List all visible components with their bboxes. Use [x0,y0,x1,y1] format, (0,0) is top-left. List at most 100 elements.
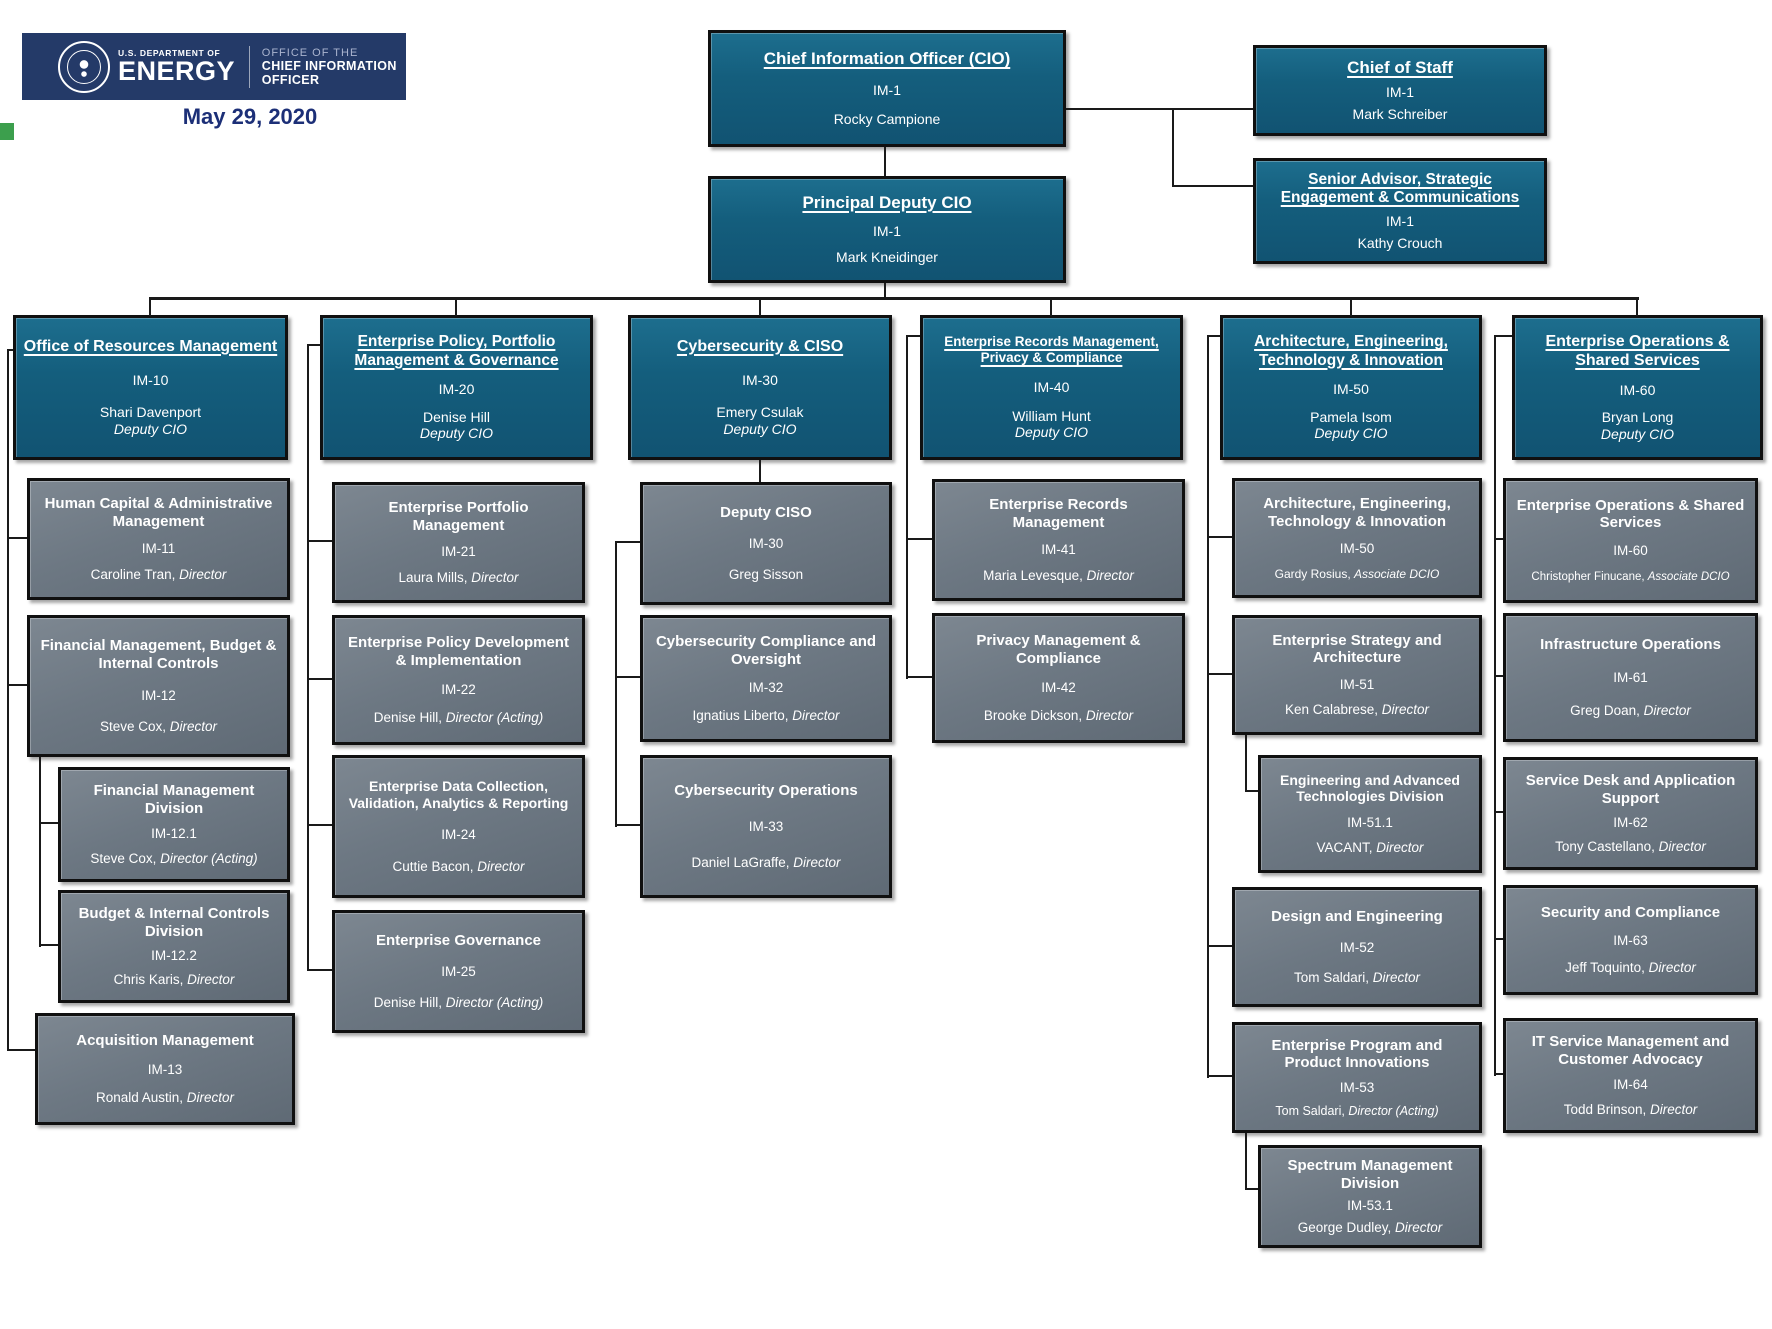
connector-line [1172,185,1253,187]
connector-line [1207,536,1232,538]
box-code: IM-64 [1613,1077,1648,1093]
box-person: Kathy Crouch [1357,234,1443,251]
box-title: Enterprise Portfolio Management [388,498,529,534]
connector-line [1245,790,1258,792]
box-person: Maria Levesque, Director [983,567,1134,583]
box-code: IM-1 [1386,83,1414,100]
connector-line [1066,108,1253,110]
box-title: Financial Management Division [93,782,255,818]
box-person: Tony Castellano, Director [1555,839,1706,855]
office-line1-label: OFFICE OF THE [261,46,359,59]
connector-line [307,344,320,346]
org-box-im60: Enterprise Operations & Shared Services … [1512,315,1763,460]
org-box-im62: Service Desk and Application Support IM-… [1503,757,1758,870]
box-title: Security and Compliance [1540,903,1721,921]
doe-logo: U.S. DEPARTMENT OF ENERGY OFFICE OF THE … [22,33,406,100]
connector-line [615,541,617,827]
box-code: IM-50 [1333,381,1369,397]
agency-small-label: U.S. DEPARTMENT OF [118,48,221,58]
box-code: IM-24 [441,827,476,843]
org-box-principal-deputy-cio: Principal Deputy CIO IM-1 Mark Kneidinge… [708,176,1066,283]
connector-line [307,969,332,971]
connector-line [1172,108,1174,187]
box-code: IM-1 [1386,212,1414,229]
connector-line [1350,297,1352,316]
box-code: IM-25 [441,964,476,980]
connector-line [307,678,332,680]
connector-line [1050,297,1052,316]
box-code: IM-61 [1613,670,1648,686]
org-box-im13: Acquisition Management IM-13 Ronald Aust… [35,1013,295,1125]
date-label: May 29, 2020 [182,104,318,129]
green-accent [0,123,14,140]
box-person: Mark Schreiber [1352,106,1448,123]
agency-big-label: ENERGY [118,56,236,86]
box-person: Greg Doan, Director [1570,702,1691,718]
box-person: George Dudley, Director [1297,1219,1443,1235]
connector-line [615,541,640,543]
box-person: Ronald Austin, Director [95,1089,235,1105]
box-title: IT Service Management and Customer Advoc… [1531,1033,1730,1069]
box-person: Tom Saldari, Director (Acting) [1275,1103,1439,1118]
box-title: Enterprise Program and Product Innovatio… [1271,1036,1443,1072]
connector-line [906,335,920,337]
box-code: IM-12.1 [151,826,197,842]
box-code: IM-12.2 [151,948,197,964]
connector-line [884,283,886,299]
box-code: IM-53.1 [1347,1198,1393,1214]
box-title: Architecture, Engineering, Technology & … [1263,495,1451,530]
connector-line [1245,1133,1247,1190]
box-code: IM-1 [873,222,901,239]
box-person: Greg Sisson [728,567,804,583]
org-box-im52: Design and Engineering IM-52 Tom Saldari… [1232,887,1482,1007]
connector-line [455,297,457,316]
box-title: Privacy Management & Compliance [976,632,1141,667]
box-code: IM-52 [1339,939,1375,955]
box-title: Chief Information Officer (CIO) [763,49,1011,69]
box-code: IM-30 [748,536,784,552]
box-person: Mark Kneidinger [836,249,938,266]
box-person: Rocky Campione [833,110,941,127]
box-person: Chris Karis, Director [113,972,235,988]
connector-line [759,460,761,482]
box-title: Engineering and Advanced Technologies Di… [1280,771,1460,805]
org-box-im20: Enterprise Policy, Portfolio Management … [320,315,593,460]
box-code: IM-51.1 [1347,814,1393,830]
connector-line [615,824,640,826]
doe-seal-icon [58,40,110,93]
org-box-im12: Financial Management, Budget & Internal … [27,615,290,757]
box-title: Architecture, Engineering, Technology & … [1254,333,1448,369]
box-title: Design and Engineering [1271,908,1443,926]
box-title: Enterprise Operations & Shared Services [1545,332,1730,369]
box-code: IM-21 [441,544,476,560]
box-code: IM-13 [147,1061,183,1077]
connector-line [39,757,41,947]
org-box-senior-advisor: Senior Advisor, Strategic Engagement & C… [1253,158,1547,264]
box-code: IM-53 [1339,1079,1375,1095]
box-person: Cuttie Bacon, Director [392,859,525,875]
connector-line [1636,297,1638,316]
box-person: Denise Hill, Director (Acting) [373,709,544,725]
org-box-im32: Cybersecurity Compliance and Oversight I… [640,615,892,742]
connector-line [1207,673,1232,675]
connector-line [1494,811,1503,813]
box-title: Senior Advisor, Strategic Engagement & C… [1280,170,1520,206]
connector-line [1494,675,1503,677]
box-code: IM-22 [441,681,476,697]
box-code: IM-42 [1041,679,1076,695]
connector-line [307,540,332,542]
connector-line [1494,335,1512,337]
box-person: Jeff Toquinto, Director [1565,960,1696,976]
org-box-cio: Chief Information Officer (CIO) IM-1 Roc… [708,30,1066,147]
org-box-im51-1: Engineering and Advanced Technologies Di… [1258,755,1482,873]
org-box-im53-1: Spectrum Management Division IM-53.1 Geo… [1258,1145,1482,1248]
box-code: IM-62 [1613,815,1648,831]
box-code: IM-20 [438,381,475,397]
connector-line [7,537,27,539]
org-box-im50-aeti: Architecture, Engineering, Technology & … [1232,478,1482,598]
